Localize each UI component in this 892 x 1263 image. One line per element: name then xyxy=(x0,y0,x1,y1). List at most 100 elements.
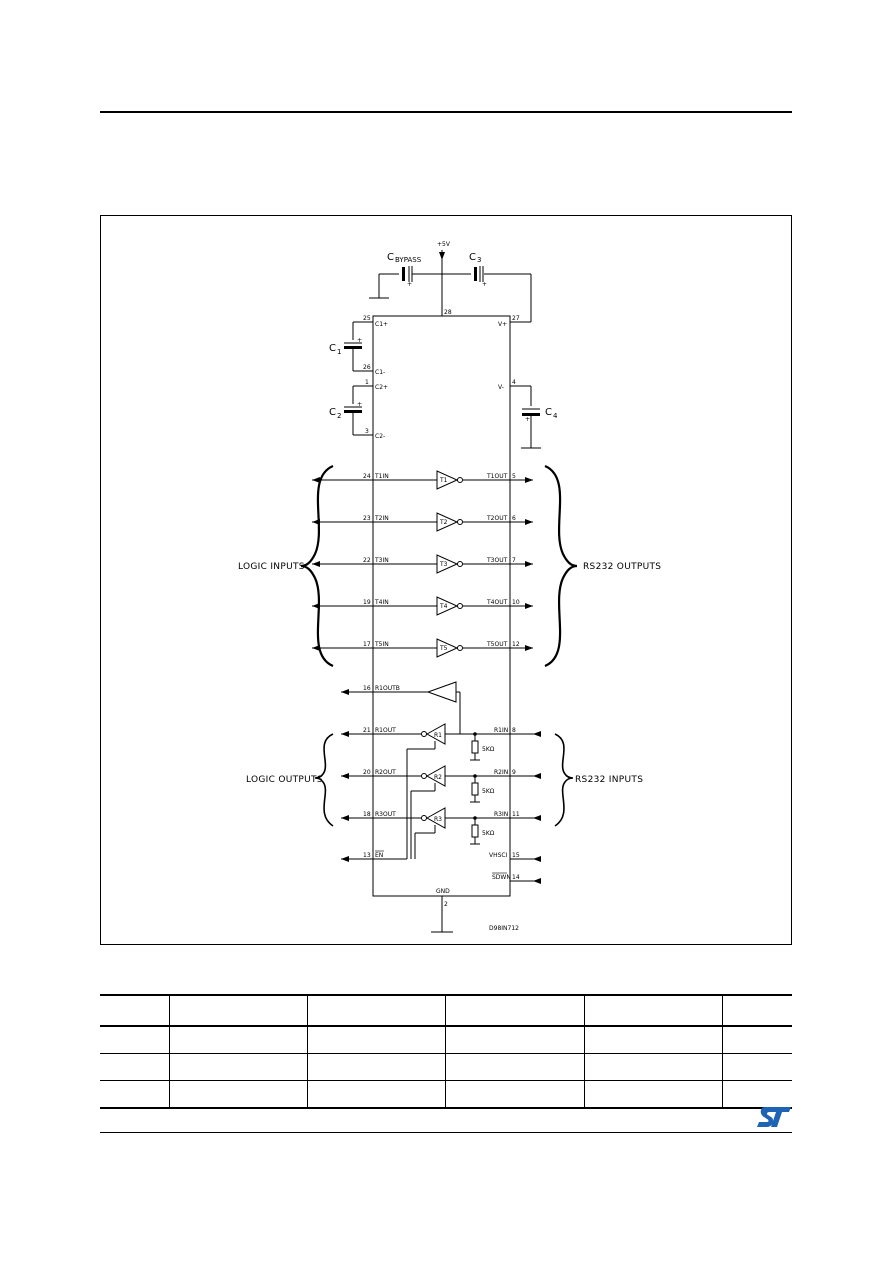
enable-line xyxy=(341,741,436,862)
c3-subscript: 3 xyxy=(477,256,481,264)
pin-number: 13 xyxy=(363,852,371,859)
pin-name: V+ xyxy=(498,321,507,328)
table-cell xyxy=(584,1026,724,1054)
pin-number: 6 xyxy=(512,515,516,522)
receiver-label: R2 xyxy=(434,774,442,781)
driver-t4 xyxy=(312,596,533,616)
pin-number: 22 xyxy=(363,557,371,564)
pin-number: 27 xyxy=(512,315,520,322)
pin-number: 23 xyxy=(363,515,371,522)
c1-subscript: 1 xyxy=(337,348,341,356)
pin-name: R1IN xyxy=(494,727,508,734)
resistor-r3 xyxy=(470,816,480,845)
c2-subscript: 2 xyxy=(337,412,341,420)
driver-t2 xyxy=(312,512,533,532)
table-cell xyxy=(100,1053,170,1081)
table-cell xyxy=(722,1053,792,1081)
vhsci-input xyxy=(510,856,541,862)
table-cell xyxy=(584,994,724,1027)
driver-label: T1 xyxy=(439,477,448,484)
pin-number: 8 xyxy=(512,727,516,734)
receiver-label: R1 xyxy=(434,732,442,739)
table-cell xyxy=(169,1026,309,1054)
pin-number: 11 xyxy=(512,811,520,818)
capacitor-c3 xyxy=(474,266,484,282)
table-cell xyxy=(307,1080,447,1109)
table-cell xyxy=(584,1080,724,1109)
table-cell xyxy=(722,994,792,1027)
logic-outputs-label: LOGIC OUTPUTS xyxy=(246,775,323,785)
pin-name: C2+ xyxy=(375,384,388,391)
pin-number: 16 xyxy=(363,685,371,692)
rs232-inputs-brace xyxy=(554,733,574,827)
gnd-label: GND xyxy=(436,888,450,895)
plus-mark: + xyxy=(407,281,412,288)
resistor-r2 xyxy=(470,774,480,803)
table-cell xyxy=(445,1080,585,1109)
c-bypass-subscript: BYPASS xyxy=(395,256,422,264)
pin-number: 21 xyxy=(363,727,371,734)
pin-name: T3IN xyxy=(374,557,389,564)
capacitor-c2 xyxy=(344,385,373,436)
pin-number: 10 xyxy=(512,599,520,606)
pin-number: 2 xyxy=(444,901,448,908)
st-logo-icon xyxy=(757,1107,791,1127)
pin-name: VHSCI xyxy=(489,852,508,859)
table-cell xyxy=(100,994,170,1027)
table-cell xyxy=(445,994,585,1027)
table-cell xyxy=(307,1053,447,1081)
table-cell xyxy=(169,994,309,1027)
table-cell xyxy=(100,1080,170,1109)
supply-label: +5V xyxy=(437,241,451,248)
pin-number: 4 xyxy=(512,379,516,386)
resistor-r1 xyxy=(470,732,480,761)
table-cell xyxy=(169,1053,309,1081)
pin-name: C1- xyxy=(375,369,385,376)
pin-number: 7 xyxy=(512,557,516,564)
pin-number: 18 xyxy=(363,811,371,818)
pin-name: C1+ xyxy=(375,321,388,328)
rs232-inputs-label: RS232 INPUTS xyxy=(575,775,643,785)
pin-name: T4IN xyxy=(374,599,389,606)
pin-number: 3 xyxy=(365,428,369,435)
pin-name: T5IN xyxy=(374,641,389,648)
pin-name: C2- xyxy=(375,433,385,440)
receiver-r2 xyxy=(341,765,541,787)
pin-name: T4OUT xyxy=(486,599,508,606)
c2-label: C xyxy=(329,407,336,418)
driver-label: T4 xyxy=(439,603,448,610)
pin-number: 25 xyxy=(363,315,371,322)
pin-name: R2IN xyxy=(494,769,508,776)
pin-name: EN xyxy=(375,852,383,859)
plus-mark: + xyxy=(357,401,362,408)
schematic-frame: +5V C BYPASS C 3 + + C 1 C 2 C 4 + + + 2… xyxy=(100,215,792,945)
table-row xyxy=(100,1080,792,1109)
pin-name: T1OUT xyxy=(486,473,508,480)
pin-name: T1IN xyxy=(374,473,389,480)
c4-label: C xyxy=(545,407,552,418)
ground xyxy=(431,896,453,933)
pin-number: 26 xyxy=(363,364,371,371)
table-cell xyxy=(307,994,447,1027)
bottom-rule xyxy=(100,1132,792,1133)
pin-number: 9 xyxy=(512,769,516,776)
table-cell xyxy=(445,1053,585,1081)
driver-t5 xyxy=(312,638,533,658)
spec-table xyxy=(100,994,792,1109)
c3-label: C xyxy=(469,252,476,263)
table-header-row xyxy=(100,994,792,1027)
pin-number: 24 xyxy=(363,473,371,480)
driver-label: T5 xyxy=(439,645,448,652)
driver-label: T3 xyxy=(439,561,448,568)
pin-number: 14 xyxy=(512,874,520,881)
plus-mark: + xyxy=(357,337,362,344)
pin-name: T2OUT xyxy=(486,515,508,522)
rs232-outputs-brace xyxy=(544,464,578,668)
table-cell xyxy=(307,1026,447,1054)
pin-number: 12 xyxy=(512,641,520,648)
pin-name: T3OUT xyxy=(486,557,508,564)
plus-mark: + xyxy=(482,281,487,288)
pin-name: R1OUTB xyxy=(375,685,400,692)
pin-name: R1OUT xyxy=(375,727,396,734)
pin-name: V- xyxy=(498,384,504,391)
